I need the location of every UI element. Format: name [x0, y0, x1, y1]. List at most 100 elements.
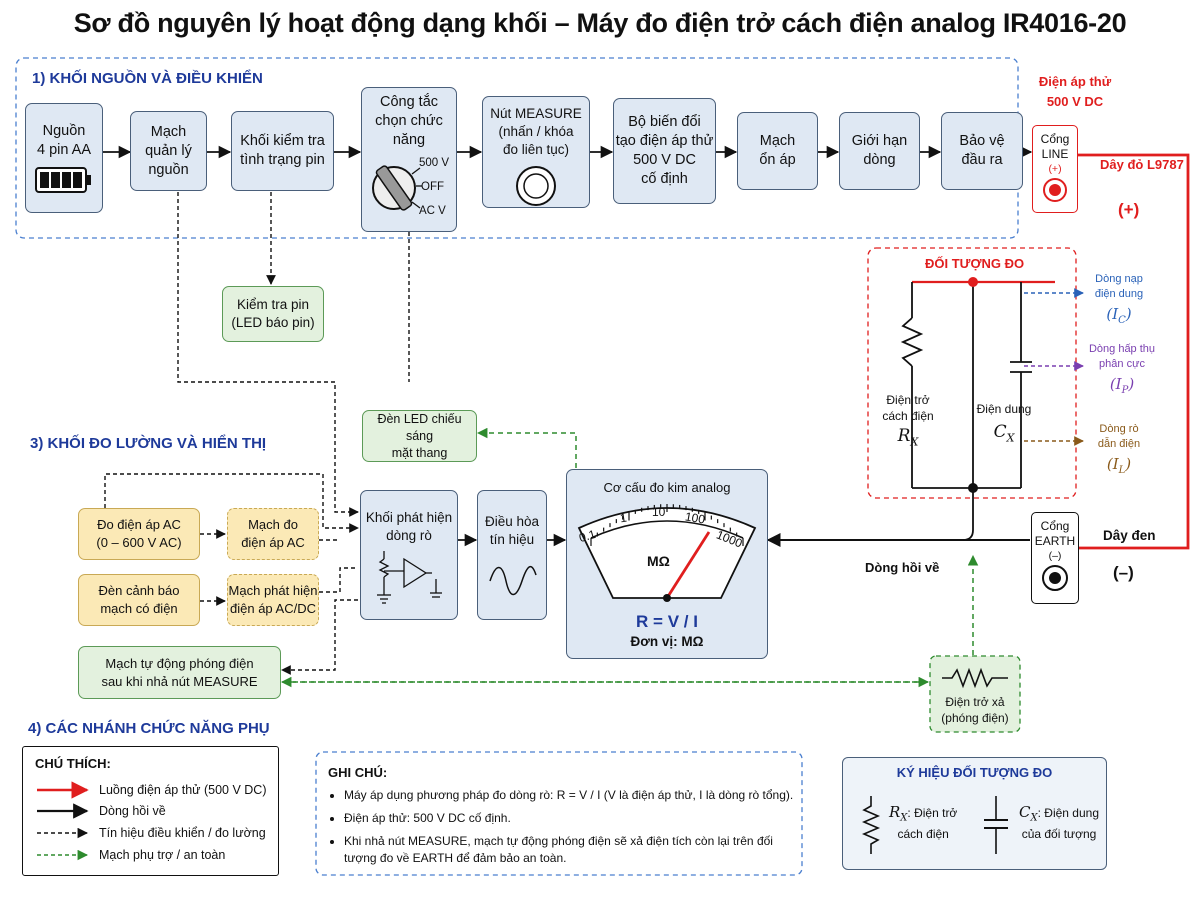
legend-item-test: Luồng điện áp thử (500 V DC) — [99, 783, 267, 797]
acdc-detect-line1: Mạch phát hiện — [228, 583, 318, 598]
test-voltage-line1: Điện áp thử — [1038, 74, 1112, 89]
rx-label-line1: Điện trở — [886, 393, 930, 407]
current-limit-line2: dòng — [863, 152, 896, 168]
battery-led-block: Kiểm tra pin (LED báo pin) — [222, 286, 324, 342]
leak-detector-block: Khối phát hiện dòng rò — [360, 490, 458, 620]
auto-discharge-block: Mạch tự động phóng điện sau khi nhả nút … — [78, 646, 281, 699]
switch-line1: Công tắc — [379, 94, 439, 110]
regulator-line2: ổn áp — [759, 152, 796, 168]
ic-symbol: (IC) — [1106, 305, 1132, 327]
legend-title: CHÚ THÍCH: — [35, 756, 111, 771]
cx-label: Điện dung CX — [976, 402, 1032, 444]
ac-circuit-block: Mạch đo điện áp AC — [227, 508, 319, 560]
earth-port-polarity: (–) — [1048, 550, 1062, 562]
cx-label-text: Điện dung — [976, 402, 1032, 416]
il-label-line2: dẫn điện — [1097, 438, 1141, 450]
ac-measure-line1: Đo điện áp AC — [97, 517, 181, 532]
meter-needle — [665, 531, 711, 599]
il-label: Dòng rò dẫn điện (IL) — [1086, 422, 1152, 478]
section4-title: 4) CÁC NHÁNH CHỨC NĂNG PHỤ — [28, 720, 270, 737]
output-protection-block: Bảo vệ đầu ra — [941, 112, 1023, 190]
legend-item-aux: Mạch phụ trợ / an toàn — [99, 848, 226, 862]
ip-label-line2: phân cực — [1099, 358, 1145, 370]
symbol-cx-line1: : Điện dung — [1037, 806, 1099, 820]
power-management-block: Mạch quản lý nguồn — [130, 111, 207, 191]
backlight-block: Đèn LED chiếu sáng mặt thang — [362, 410, 477, 462]
formula: R = V / I — [636, 612, 698, 631]
output-protect-line2: đầu ra — [961, 152, 1003, 168]
symbol-cx-letter: C — [1019, 803, 1031, 821]
signal-cond-line1: Điều hòa — [484, 514, 540, 529]
note-item: Điện áp thử: 500 V DC cố định. — [344, 810, 794, 827]
legend-item-return: Dòng hồi về — [99, 804, 166, 818]
earth-port[interactable]: Cổng EARTH (–) — [1031, 512, 1079, 604]
notes-box: GHI CHÚ: Máy áp dụng phương pháp đo dòng… — [328, 764, 794, 873]
measure-button-icon[interactable] — [513, 163, 559, 207]
measure-line2: (nhấn / khóa — [498, 124, 574, 139]
test-voltage-label: Điện áp thử 500 V DC — [1020, 72, 1130, 112]
symbol-rx-line2: cách điện — [897, 827, 949, 842]
meter-dial — [577, 504, 757, 602]
battery-label: Nguồn — [42, 123, 86, 139]
auto-discharge-line2: sau khi nhả nút MEASURE — [101, 673, 258, 689]
converter-block: Bộ biến đổi tạo điện áp thử 500 V DC cố … — [613, 98, 716, 204]
note-item: Máy áp dụng phương pháp đo dòng rò: R = … — [344, 787, 794, 804]
discharge-res-line1: Điện trở xả — [945, 695, 1005, 709]
converter-line4: cố định — [641, 171, 688, 187]
notes-title: GHI CHÚ: — [328, 765, 388, 780]
switch-pos-off: OFF — [421, 181, 444, 193]
warning-lamp-block: Đèn cảnh báo mạch có điện — [78, 574, 200, 626]
discharge-res-line2: (phóng điện) — [941, 711, 1009, 725]
backlight-line1: Đèn LED chiếu sáng — [377, 411, 462, 443]
black-wire-label: Dây đen — [1103, 528, 1156, 543]
backlight-line2: mặt thang — [391, 445, 448, 460]
symbol-rx-desc: RX: Điện trở cách điện — [889, 804, 957, 842]
il-symbol: (IL) — [1106, 455, 1132, 477]
section3-title: 3) KHỐI ĐO LƯỜNG VÀ HIỂN THỊ — [30, 435, 267, 452]
line-port-line2: LINE — [1041, 147, 1069, 161]
ac-circuit-line2: điện áp AC — [241, 535, 305, 550]
current-limit-line1: Giới hạn — [851, 133, 908, 149]
test-voltage-line2: 500 V DC — [1046, 94, 1104, 109]
battery-type: 4 pin AA — [36, 142, 91, 158]
power-mgmt-line1: Mạch — [150, 123, 187, 140]
object-title: ĐỐI TƯỢNG ĐO — [925, 256, 1025, 271]
symbol-rx-sub: X — [900, 812, 908, 824]
battery-check-block: Khối kiểm tra tình trạng pin — [231, 111, 334, 191]
converter-line3: 500 V DC — [633, 152, 696, 168]
discharge-resistor-label: Điện trở xả (phóng điện) — [930, 694, 1020, 726]
leak-detect-line1: Khối phát hiện — [365, 510, 453, 525]
legend-item-control: Tín hiệu điều khiển / đo lường — [99, 826, 266, 840]
rx-label: Điện trở cách điện RX — [872, 392, 944, 450]
symbols-title: KÝ HIỆU ĐỐI TƯỢNG ĐO — [896, 765, 1053, 780]
function-switch-block: Công tắc chọn chức năng — [361, 87, 457, 232]
earth-port-line1: Cổng — [1040, 519, 1070, 533]
power-mgmt-line3: nguồn — [148, 161, 189, 178]
legend-box: CHÚ THÍCH: Luồng điện áp thử (500 V DC) … — [22, 746, 279, 876]
line-port[interactable]: Cổng LINE (+) — [1032, 125, 1078, 213]
cx-symbol: CX — [993, 422, 1015, 445]
meter-unit: MΩ — [647, 553, 670, 569]
line-jack-icon — [1043, 178, 1067, 202]
switch-pos-acv: AC V — [419, 205, 446, 217]
output-protect-line1: Bảo vệ — [959, 133, 1005, 149]
rx-symbol: RX — [897, 426, 919, 449]
measure-button-block: Nút MEASURE (nhấn / khóa đo liên tục) — [482, 96, 590, 208]
ic-label-line1: Dòng nạp — [1095, 273, 1143, 285]
earth-port-line2: EARTH — [1034, 534, 1076, 548]
ip-label-line1: Dòng hấp thụ — [1088, 343, 1156, 355]
symbol-cx-desc: CX: Điện dung của đối tượng — [1019, 804, 1099, 842]
battery-check-line1: Khối kiểm tra — [240, 133, 325, 149]
battery-check-line2: tình trạng pin — [240, 152, 325, 168]
rotary-switch-icon[interactable] — [364, 150, 454, 222]
note-item: Khi nhả nút MEASURE, mạch tự động phóng … — [344, 833, 794, 867]
signal-conditioning-block: Điều hòa tín hiệu — [477, 490, 547, 620]
warn-lamp-line2: mạch có điện — [100, 601, 178, 616]
measure-line3: đo liên tục) — [502, 142, 570, 157]
switch-line3: năng — [392, 132, 426, 148]
plus-label: (+) — [1118, 200, 1140, 219]
unit-line: Đơn vị: MΩ — [630, 634, 704, 649]
scale-label-1: 1 — [619, 510, 628, 526]
ac-measure-line2: (0 – 600 V AC) — [96, 535, 182, 550]
